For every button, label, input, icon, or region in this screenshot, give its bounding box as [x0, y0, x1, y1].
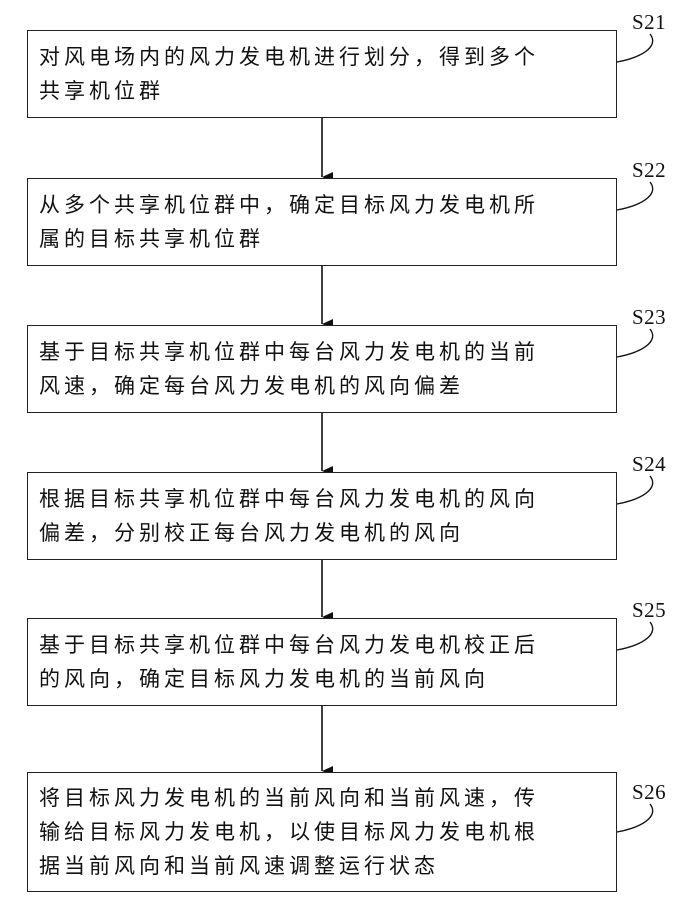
step-text-s25: 基于目标共享机位群中每台风力发电机校正后 的风向，确定目标风力发电机的当前风向 [39, 628, 608, 696]
step-text-s21: 对风电场内的风力发电机进行划分，得到多个 共享机位群 [39, 40, 608, 108]
step-text-s24: 根据目标共享机位群中每台风力发电机的风向 偏差，分别校正每台风力发电机的风向 [39, 482, 608, 550]
step-label-s23: S23 [632, 305, 666, 330]
step-box-s24: 根据目标共享机位群中每台风力发电机的风向 偏差，分别校正每台风力发电机的风向 [27, 472, 617, 560]
callout-leader [617, 34, 653, 62]
callouts-layer [617, 34, 653, 832]
step-box-s23: 基于目标共享机位群中每台风力发电机的当前 风速，确定每台风力发电机的风向偏差 [27, 325, 617, 413]
callout-leader [617, 476, 653, 504]
callout-leader [617, 329, 653, 357]
step-box-s25: 基于目标共享机位群中每台风力发电机校正后 的风向，确定目标风力发电机的当前风向 [27, 618, 617, 706]
step-label-s22: S22 [632, 158, 666, 183]
callout-leader [617, 182, 653, 210]
step-text-s26: 将目标风力发电机的当前风向和当前风速，传 输给目标风力发电机，以使目标风力发电机… [39, 781, 608, 883]
step-box-s26: 将目标风力发电机的当前风向和当前风速，传 输给目标风力发电机，以使目标风力发电机… [27, 772, 617, 892]
step-box-s22: 从多个共享机位群中，确定目标风力发电机所 属的目标共享机位群 [27, 178, 617, 266]
step-label-s26: S26 [632, 780, 666, 805]
step-label-s21: S21 [632, 10, 666, 35]
callout-leader [617, 804, 653, 832]
step-text-s22: 从多个共享机位群中，确定目标风力发电机所 属的目标共享机位群 [39, 188, 608, 256]
step-label-s25: S25 [632, 598, 666, 623]
callout-leader [617, 622, 653, 650]
step-box-s21: 对风电场内的风力发电机进行划分，得到多个 共享机位群 [27, 30, 617, 118]
step-label-s24: S24 [632, 452, 666, 477]
step-text-s23: 基于目标共享机位群中每台风力发电机的当前 风速，确定每台风力发电机的风向偏差 [39, 335, 608, 403]
